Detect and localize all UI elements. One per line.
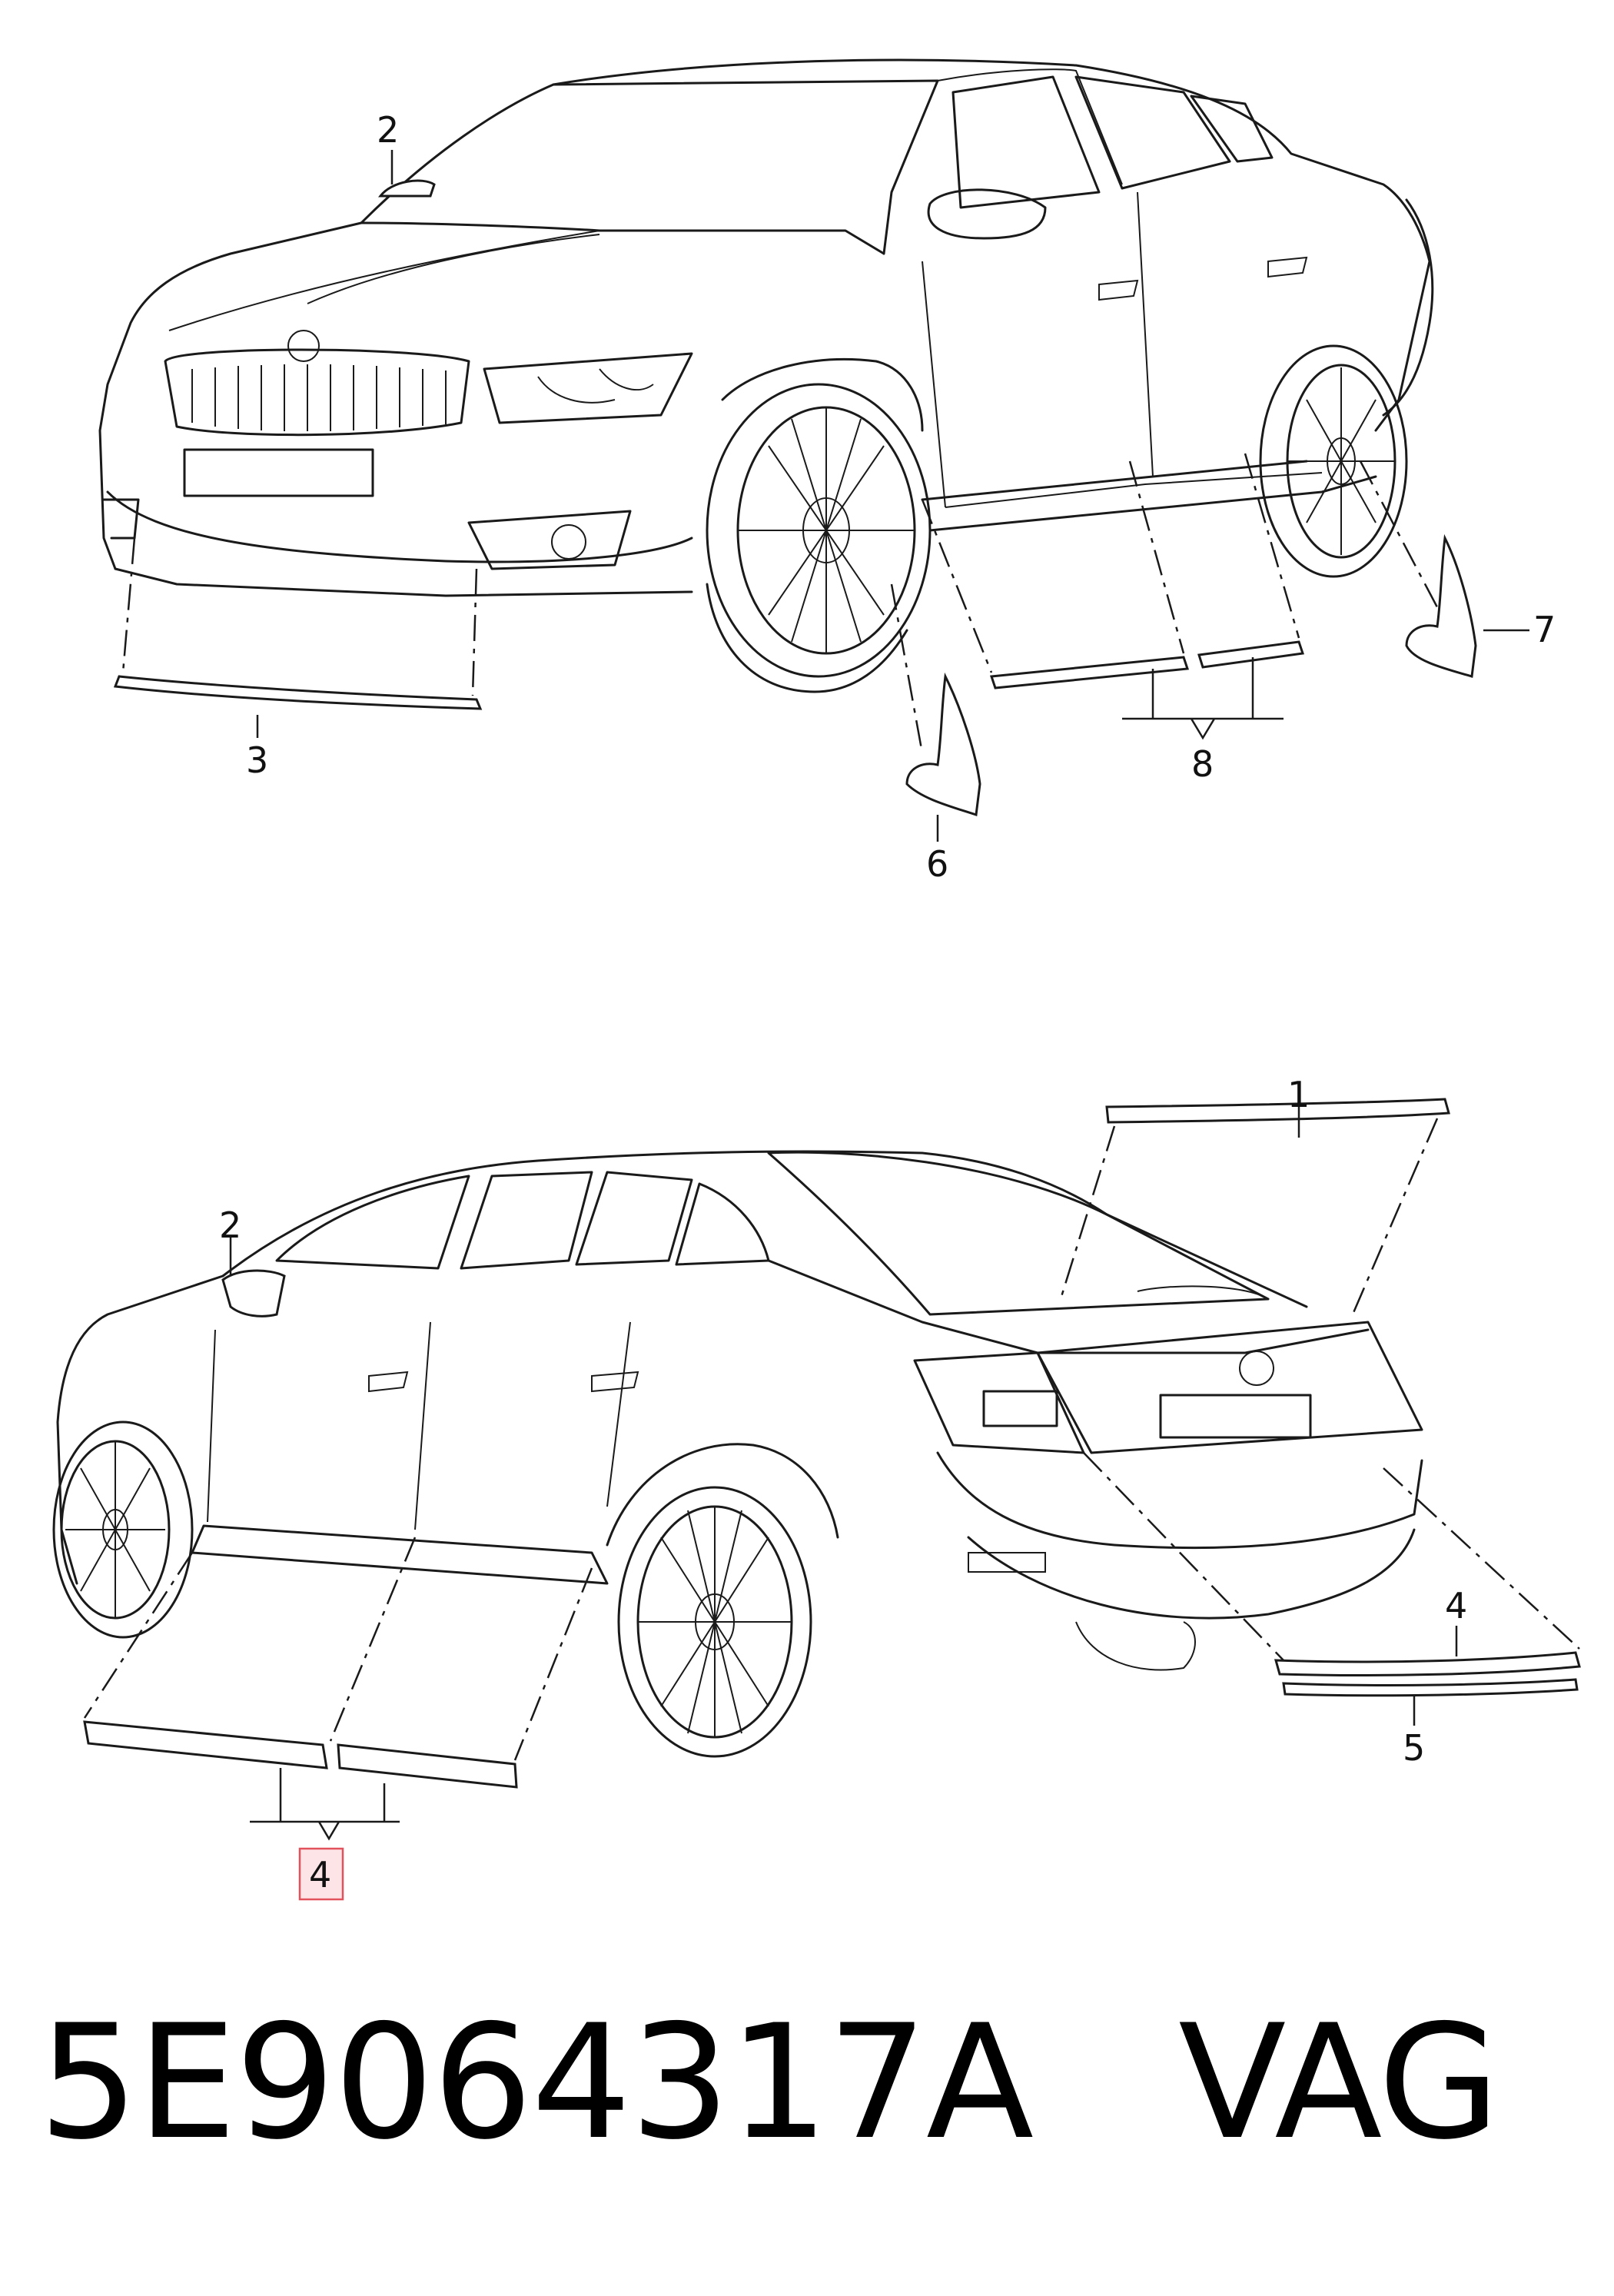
trunk-lid-strip bbox=[1105, 1098, 1450, 1124]
front-view-parts bbox=[113, 453, 1477, 817]
manufacturer: VAG bbox=[1178, 1992, 1500, 2175]
side-sill-strip-rear bbox=[337, 1743, 518, 1789]
rear-strip-lower bbox=[1282, 1678, 1579, 1697]
front-bumper-strip bbox=[113, 675, 483, 710]
highlight-box bbox=[298, 1847, 344, 1901]
part-number: 5E9064317A bbox=[38, 1992, 1034, 2175]
callout-front-8: 8 bbox=[1191, 743, 1214, 785]
side-sill-strip-front bbox=[83, 1720, 328, 1769]
caption: 5E9064317A VAG bbox=[38, 1991, 1576, 2175]
rear-car-illustration bbox=[52, 1150, 1423, 1758]
callout-rear-2: 2 bbox=[219, 1204, 241, 1246]
callout-rear-5: 5 bbox=[1403, 1727, 1425, 1769]
callout-rear-4-sill: 4 bbox=[309, 1854, 331, 1896]
callout-front-2: 2 bbox=[377, 109, 399, 151]
callout-front-3: 3 bbox=[246, 739, 268, 781]
callout-front-6: 6 bbox=[926, 843, 948, 885]
rear-strip-upper bbox=[1274, 1651, 1581, 1677]
front-callout-leaders bbox=[256, 150, 1529, 842]
rear-mudflap bbox=[1405, 533, 1477, 678]
callout-rear-4-bumper: 4 bbox=[1445, 1585, 1467, 1626]
callout-front-7: 7 bbox=[1533, 609, 1556, 650]
callout-rear-1: 1 bbox=[1287, 1074, 1310, 1115]
sill-strip-rear bbox=[1197, 640, 1304, 669]
rear-view-parts bbox=[83, 1098, 1581, 1789]
highlighted-callout[interactable]: 4 bbox=[298, 1847, 344, 1901]
rear-callout-leaders bbox=[229, 1107, 1458, 1841]
front-car-illustration bbox=[98, 58, 1434, 693]
front-mudflap bbox=[905, 672, 981, 817]
rear-view-mirror bbox=[221, 1269, 286, 1317]
sill-strip-front bbox=[989, 656, 1190, 689]
